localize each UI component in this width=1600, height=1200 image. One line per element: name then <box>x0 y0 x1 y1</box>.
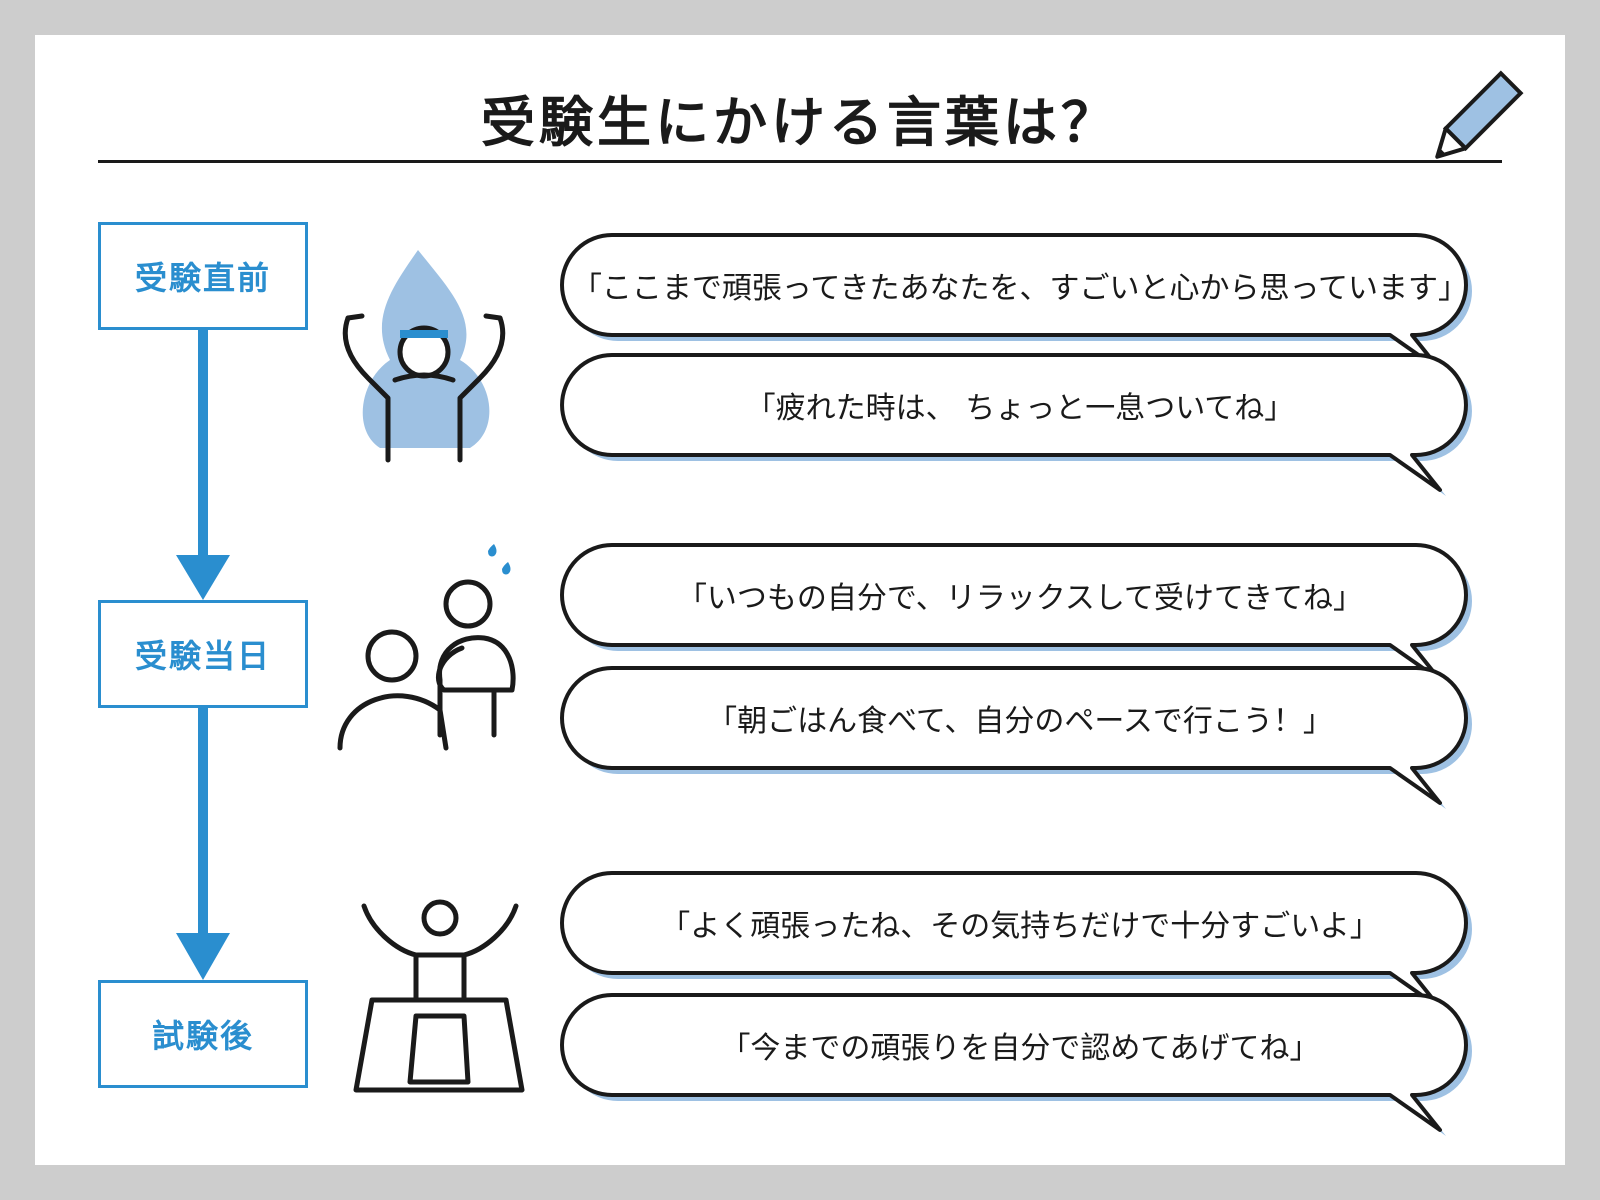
bubble-message: 「疲れた時は、 ちょっと一息ついてね」 <box>745 391 1295 426</box>
bubble-message: 「今までの頑張りを自分で認めてあげてね」 <box>720 1031 1320 1066</box>
bubble-message: 「ここまで頑張ってきたあなたを、すごいと心から思っています」 <box>571 271 1469 306</box>
bubble-message: 「いつもの自分で、リラックスして受けてきてね」 <box>676 581 1364 616</box>
page-title: 受験生にかける言葉は？ <box>481 91 1119 154</box>
stage-box-before-exam: 受験直前 <box>98 222 308 330</box>
stage-label: 試験後 <box>151 1017 254 1055</box>
stage-label: 受験直前 <box>134 259 271 297</box>
stage-box-after-exam: 試験後 <box>98 980 308 1088</box>
stage-label: 受験当日 <box>134 637 271 675</box>
stage-box-exam-day: 受験当日 <box>98 600 308 708</box>
bubble-message: 「朝ごはん食べて、自分のペースで行こう！」 <box>707 704 1333 739</box>
title-underline <box>98 160 1502 163</box>
bubble-message: 「よく頑張ったね、その気持ちだけで十分すごいよ」 <box>660 909 1380 944</box>
